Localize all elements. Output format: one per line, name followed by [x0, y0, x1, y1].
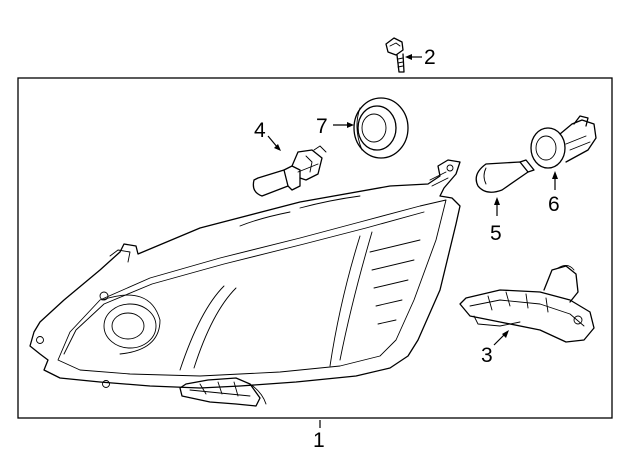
- part-1-headlamp-assembly[interactable]: [29, 159, 461, 407]
- part-6-bulb-socket[interactable]: [530, 115, 597, 169]
- part-5-signal-bulb[interactable]: [475, 159, 535, 193]
- part-3-side-marker[interactable]: [459, 265, 595, 343]
- callout-1: 1: [313, 429, 325, 452]
- part-2-bolt[interactable]: [385, 37, 405, 73]
- callout-5: 5: [490, 222, 502, 245]
- assembly-frame: [17, 77, 613, 419]
- callout-3: 3: [481, 344, 493, 367]
- part-4-headlamp-bulb[interactable]: [252, 145, 327, 197]
- callout-6: 6: [548, 193, 560, 216]
- callout-2: 2: [424, 46, 436, 69]
- callout-4: 4: [254, 119, 266, 142]
- part-7-bulb-cap[interactable]: [353, 97, 409, 159]
- callout-7: 7: [316, 115, 328, 138]
